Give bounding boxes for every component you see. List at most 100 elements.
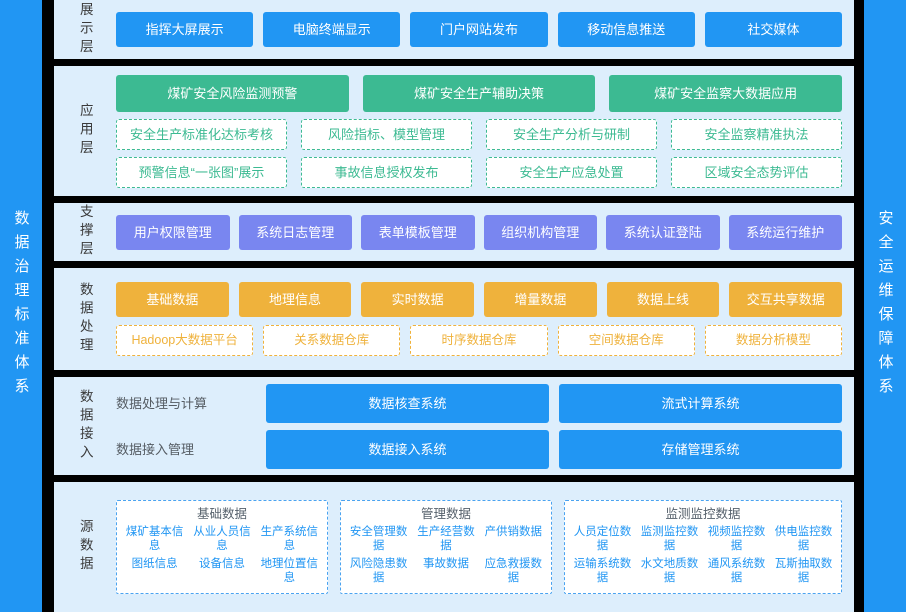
processing-primary-1[interactable]: 地理信息 [238,282,352,318]
source-group-2-title: 监测监控数据 [665,506,741,521]
display-item-0[interactable]: 指挥大屏展示 [116,12,254,47]
band-body-application: 煤矿安全风险监测预警 煤矿安全生产辅助决策 煤矿安全监察大数据应用 安全生产标准… [116,66,854,196]
source-group-monitoring: 监测监控数据 人员定位数据 监测监控数据 视频监控数据 供电监控数据 运输系统数… [564,499,842,595]
band-label-access: 数据接入 [54,377,116,475]
band-label-processing-text: 数据处理 [77,282,93,356]
display-items-row: 指挥大屏展示 电脑终端显示 门户网站发布 移动信息推送 社交媒体 [116,12,843,47]
access-caption-0: 数据处理与计算 [116,395,208,411]
band-label-application-text: 应用层 [77,103,93,159]
source-groups-row: 基础数据 煤矿基本信息 从业人员信息 生产系统信息 图纸信息 设备信息 地理位置… [116,499,842,595]
processing-secondary-0[interactable]: Hadoop大数据平台 [116,325,254,356]
access-row-0-item-1[interactable]: 流式计算系统 [559,383,842,423]
application-secondary-7[interactable]: 区域安全态势评估 [671,156,842,188]
left-gap-divider [42,0,54,612]
source-item-0-2[interactable]: 生产系统信息 [260,526,319,553]
band-display-layer: 展示层 指挥大屏展示 电脑终端显示 门户网站发布 移动信息推送 社交媒体 [54,0,854,59]
source-group-2-items: 人员定位数据 监测监控数据 视频监控数据 供电监控数据 运输系统数据 水文地质数… [571,524,835,586]
application-primary-row: 煤矿安全风险监测预警 煤矿安全生产辅助决策 煤矿安全监察大数据应用 [116,74,843,112]
source-item-2-2[interactable]: 视频监控数据 [707,526,766,553]
processing-primary-0[interactable]: 基础数据 [116,282,229,318]
support-item-2[interactable]: 表单模板管理 [361,214,475,250]
source-group-management: 管理数据 安全管理数据 生产经营数据 产供销数据 风险隐患数据 事故数据 应急救… [340,499,552,595]
source-item-1-2[interactable]: 产供销数据 [484,526,543,539]
application-secondary-0[interactable]: 安全生产标准化达标考核 [116,118,287,150]
source-item-2-0[interactable]: 人员定位数据 [573,526,632,553]
processing-primary-3[interactable]: 增量数据 [484,282,597,318]
application-secondary-3[interactable]: 安全监察精准执法 [671,118,842,150]
display-item-3[interactable]: 移动信息推送 [557,12,695,47]
processing-primary-2[interactable]: 实时数据 [361,282,475,318]
band-label-support-text: 支撑层 [77,204,93,260]
application-primary-1[interactable]: 煤矿安全生产辅助决策 [362,74,596,112]
processing-primary-5[interactable]: 交互共享数据 [729,282,843,318]
support-item-0[interactable]: 用户权限管理 [116,214,230,250]
application-secondary-2[interactable]: 安全生产分析与研制 [486,118,657,150]
source-item-0-3[interactable]: 图纸信息 [131,558,178,571]
display-item-1[interactable]: 电脑终端显示 [263,12,401,47]
access-row-0-item-0[interactable]: 数据核查系统 [266,383,549,423]
band-label-application: 应用层 [54,66,116,196]
source-item-1-5[interactable]: 应急救援数据 [484,558,543,585]
band-label-display-text: 展示层 [77,1,93,58]
left-rail-data-governance: 数据治理标准体系 [0,0,42,612]
processing-primary-4[interactable]: 数据上线 [606,282,720,318]
processing-secondary-1[interactable]: 关系数据仓库 [263,325,401,356]
source-item-2-7[interactable]: 瓦斯抽取数据 [774,558,833,585]
band-data-access: 数据接入 数据处理与计算 数据核查系统 流式计算系统 数据接入管理 数据接入系统… [54,377,854,475]
application-secondary-grid: 安全生产标准化达标考核 风险指标、模型管理 安全生产分析与研制 安全监察精准执法… [116,118,842,188]
support-item-1[interactable]: 系统日志管理 [238,214,352,250]
band-label-processing: 数据处理 [54,268,116,370]
source-item-0-1[interactable]: 从业人员信息 [193,526,251,553]
access-row-management: 数据接入管理 数据接入系统 存储管理系统 [116,429,842,469]
right-rail-security-ops: 安全运维保障体系 [864,0,906,612]
band-label-support: 支撑层 [54,203,116,261]
source-item-2-6[interactable]: 通风系统数据 [707,558,766,585]
support-item-4[interactable]: 系统认证登陆 [606,214,720,250]
source-item-1-1[interactable]: 生产经营数据 [417,526,475,553]
source-item-0-0[interactable]: 煤矿基本信息 [125,526,184,553]
application-secondary-6[interactable]: 安全生产应急处置 [486,156,657,188]
band-label-source: 源数据 [54,482,116,612]
display-item-2[interactable]: 门户网站发布 [410,12,548,47]
processing-secondary-4[interactable]: 数据分析模型 [704,325,843,356]
source-item-0-5[interactable]: 地理位置信息 [260,558,319,585]
source-item-2-3[interactable]: 供电监控数据 [774,526,833,553]
processing-secondary-2[interactable]: 时序数据仓库 [410,325,548,356]
application-secondary-4[interactable]: 预警信息“一张图”展示 [116,156,287,188]
band-body-processing: 基础数据 地理信息 实时数据 增量数据 数据上线 交互共享数据 Hadoop大数… [116,268,854,370]
left-rail-label: 数据治理标准体系 [12,210,30,402]
band-data-processing: 数据处理 基础数据 地理信息 实时数据 增量数据 数据上线 交互共享数据 Had… [54,268,854,370]
access-row-1-item-0[interactable]: 数据接入系统 [266,429,549,469]
source-item-2-4[interactable]: 运输系统数据 [573,558,632,585]
band-label-source-text: 源数据 [77,519,93,575]
access-row-processing: 数据处理与计算 数据核查系统 流式计算系统 [116,383,842,423]
source-group-1-title: 管理数据 [420,506,471,521]
right-rail-label: 安全运维保障体系 [876,210,894,402]
band-source-data: 源数据 基础数据 煤矿基本信息 从业人员信息 生产系统信息 图纸信息 设备信息 … [54,482,854,612]
support-item-3[interactable]: 组织机构管理 [483,214,597,250]
application-secondary-1[interactable]: 风险指标、模型管理 [301,118,472,150]
source-item-2-1[interactable]: 监测监控数据 [640,526,699,553]
band-body-access: 数据处理与计算 数据核查系统 流式计算系统 数据接入管理 数据接入系统 存储管理… [116,377,854,475]
band-body-display: 指挥大屏展示 电脑终端显示 门户网站发布 移动信息推送 社交媒体 [116,0,854,59]
source-group-0-title: 基础数据 [196,506,247,521]
processing-primary-row: 基础数据 地理信息 实时数据 增量数据 数据上线 交互共享数据 [116,282,843,318]
access-caption-1: 数据接入管理 [116,441,195,457]
band-support-layer: 支撑层 用户权限管理 系统日志管理 表单模板管理 组织机构管理 系统认证登陆 系… [54,203,854,261]
right-gap-divider [854,0,864,612]
application-secondary-5[interactable]: 事故信息授权发布 [301,156,472,188]
processing-secondary-3[interactable]: 空间数据仓库 [557,325,695,356]
application-primary-2[interactable]: 煤矿安全监察大数据应用 [609,74,843,112]
source-item-1-3[interactable]: 风险隐患数据 [349,558,408,585]
source-item-1-4[interactable]: 事故数据 [422,558,469,571]
source-item-1-0[interactable]: 安全管理数据 [349,526,408,553]
source-item-0-4[interactable]: 设备信息 [198,558,245,571]
source-group-0-items: 煤矿基本信息 从业人员信息 生产系统信息 图纸信息 设备信息 地理位置信息 [123,524,321,586]
band-body-source: 基础数据 煤矿基本信息 从业人员信息 生产系统信息 图纸信息 设备信息 地理位置… [116,482,854,612]
display-item-4[interactable]: 社交媒体 [704,12,843,47]
access-row-1-item-1[interactable]: 存储管理系统 [559,429,842,469]
application-primary-0[interactable]: 煤矿安全风险监测预警 [116,74,349,112]
source-item-2-5[interactable]: 水文地质数据 [640,558,699,585]
support-item-5[interactable]: 系统运行维护 [728,214,842,250]
